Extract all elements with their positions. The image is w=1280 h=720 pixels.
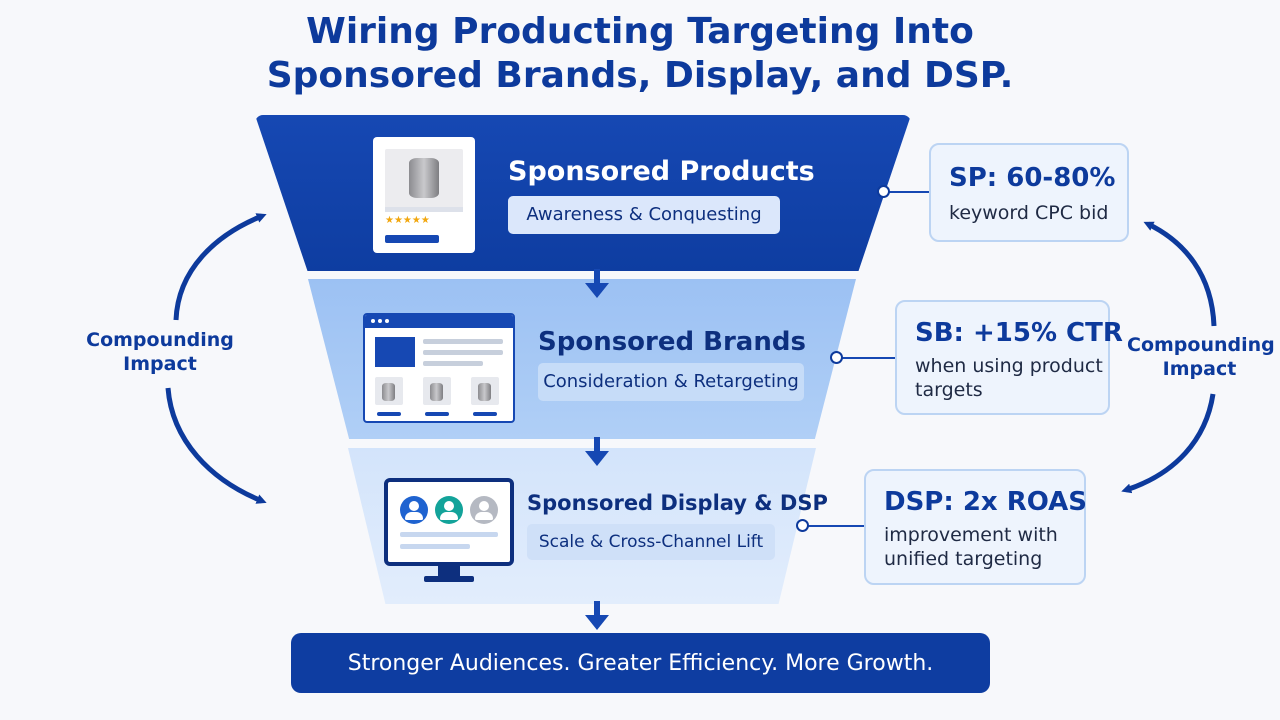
footer-text: Stronger Audiences. Greater Efficiency. …: [347, 650, 934, 676]
connector-dot: [796, 519, 809, 532]
browser-window-icon: [363, 313, 515, 423]
stat-title: SP: 60-80%: [949, 163, 1116, 193]
monitor-stand: [438, 566, 460, 578]
stat-description: improvement with unified targeting: [884, 524, 1058, 570]
page-title: Wiring Producting Targeting Into Sponsor…: [0, 10, 1280, 98]
funnel-tier-sponsored-products: [255, 115, 911, 271]
connector-dot: [877, 185, 890, 198]
tier-title-sponsored-display: Sponsored Display & DSP: [527, 491, 828, 515]
footer-banner: Stronger Audiences. Greater Efficiency. …: [291, 633, 990, 693]
curved-arrow-icon: [1121, 393, 1216, 494]
connector-dot: [830, 351, 843, 364]
connector-line: [838, 357, 896, 359]
page-title-line2: Sponsored Brands, Display, and DSP.: [266, 55, 1014, 96]
connector-line: [884, 191, 932, 193]
tier-subtitle-consideration: Consideration & Retargeting: [538, 363, 804, 401]
down-arrow-icon: [585, 269, 609, 298]
monitor-base: [424, 576, 474, 582]
tier-subtitle-awareness: Awareness & Conquesting: [508, 196, 780, 234]
down-arrow-icon: [585, 437, 609, 466]
curved-arrow-icon: [165, 387, 267, 504]
product-card-icon: ★★★★★: [373, 137, 475, 253]
stat-title: SB: +15% CTR: [915, 318, 1123, 348]
stat-box-sp: SP: 60-80% keyword CPC bid: [929, 143, 1129, 242]
stat-box-dsp: DSP: 2x ROAS improvement with unified ta…: [864, 469, 1087, 585]
curved-arrow-icon: [173, 213, 267, 321]
tier-title-sponsored-products: Sponsored Products: [508, 156, 815, 187]
monitor-audience-icon: [384, 478, 514, 566]
stat-title: DSP: 2x ROAS: [884, 487, 1087, 517]
down-arrow-icon: [585, 601, 609, 630]
stat-box-sb: SB: +15% CTR when using product targets: [895, 300, 1123, 415]
side-label-right: Compounding Impact: [1127, 334, 1275, 380]
connector-line: [804, 525, 866, 527]
tier-title-sponsored-brands: Sponsored Brands: [538, 327, 806, 357]
curved-arrow-icon: [1143, 221, 1217, 327]
tier-subtitle-scale: Scale & Cross-Channel Lift: [527, 524, 775, 560]
stat-description: keyword CPC bid: [949, 202, 1109, 224]
side-label-left: Compounding Impact: [86, 329, 234, 375]
stat-description: when using product targets: [915, 355, 1103, 401]
page-title-line1: Wiring Producting Targeting Into: [306, 11, 974, 52]
